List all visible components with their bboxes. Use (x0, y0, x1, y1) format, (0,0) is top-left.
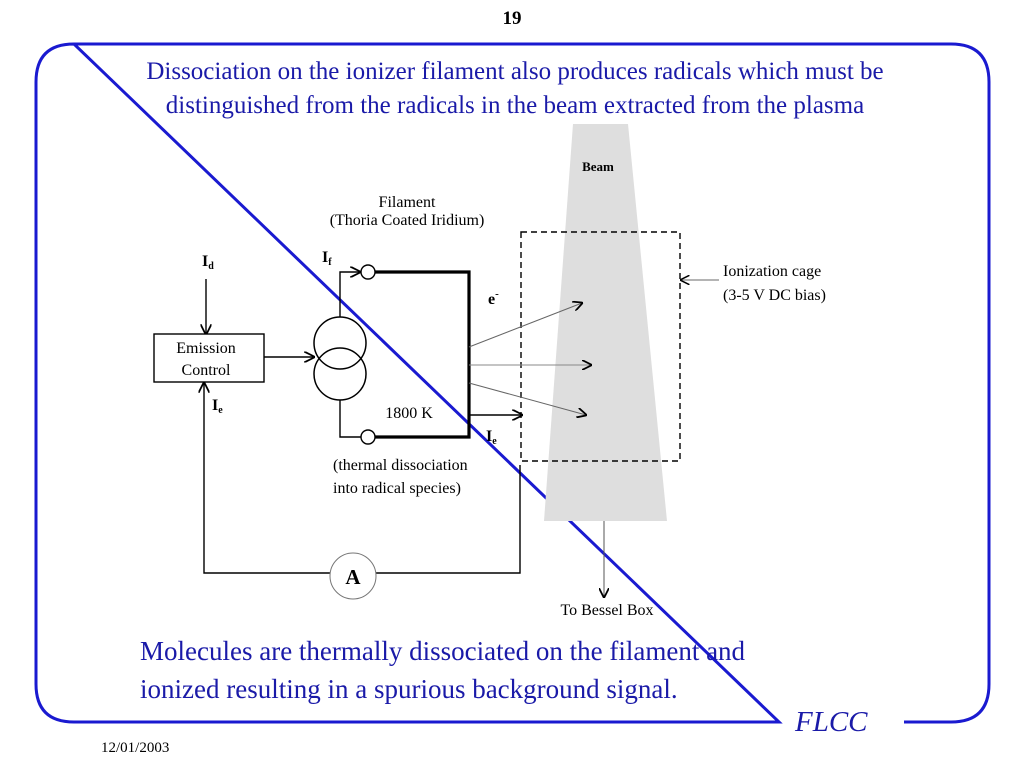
beam-label: Beam (582, 159, 614, 174)
electron-label: e- (488, 288, 499, 308)
filament-wire (375, 270, 471, 439)
emission-control-line-2: Control (182, 362, 231, 379)
temperature-label: 1800 K (385, 405, 433, 422)
ie-label-right: Ie (486, 428, 497, 447)
electron-ray-lower (468, 382, 586, 415)
feedback-loop-right (375, 465, 521, 574)
beam-shape (544, 124, 667, 521)
ie-label-left: Ie (212, 397, 223, 416)
ammeter-label: A (345, 565, 361, 589)
caption-line-1: Molecules are thermally dissociated on t… (140, 636, 746, 666)
cage-label-line-1: Ionization cage (723, 263, 821, 280)
filament-material-label: (Thoria Coated Iridium) (330, 212, 485, 229)
id-label: Id (202, 253, 214, 272)
if-label: If (322, 249, 332, 268)
flcc-logo: FLCC (795, 706, 868, 738)
bessel-label: To Bessel Box (560, 602, 653, 619)
title-line-1: Dissociation on the ionizer filament als… (146, 58, 884, 85)
if-lead (339, 272, 360, 317)
terminal-bottom (360, 429, 376, 445)
lower-lead (339, 400, 361, 438)
emission-control-box (153, 333, 265, 383)
slide-date: 12/01/2003 (101, 740, 170, 756)
electron-ray-upper (468, 303, 582, 348)
slide-frame (34, 42, 991, 724)
emission-control-line-1: Emission (176, 340, 236, 357)
ammeter (329, 552, 377, 600)
current-source-upper (313, 316, 367, 370)
caption-line-2: ionized resulting in a spurious backgrou… (140, 674, 678, 704)
feedback-loop-left (204, 383, 330, 574)
ionization-cage (520, 231, 681, 462)
slide-title: Dissociation on the ionizer filament als… (40, 55, 990, 123)
thermal-note-line-1: (thermal dissociation (333, 457, 468, 474)
slide-caption: Molecules are thermally dissociated on t… (140, 632, 940, 708)
filament-label: Filament (379, 194, 436, 211)
current-source-lower (313, 347, 367, 401)
thermal-note-line-2: into radical species) (333, 480, 461, 497)
cage-label-line-2: (3-5 V DC bias) (723, 287, 826, 304)
title-line-2: distinguished from the radicals in the b… (165, 92, 865, 119)
page-number: 19 (502, 8, 522, 29)
terminal-top (360, 264, 376, 280)
